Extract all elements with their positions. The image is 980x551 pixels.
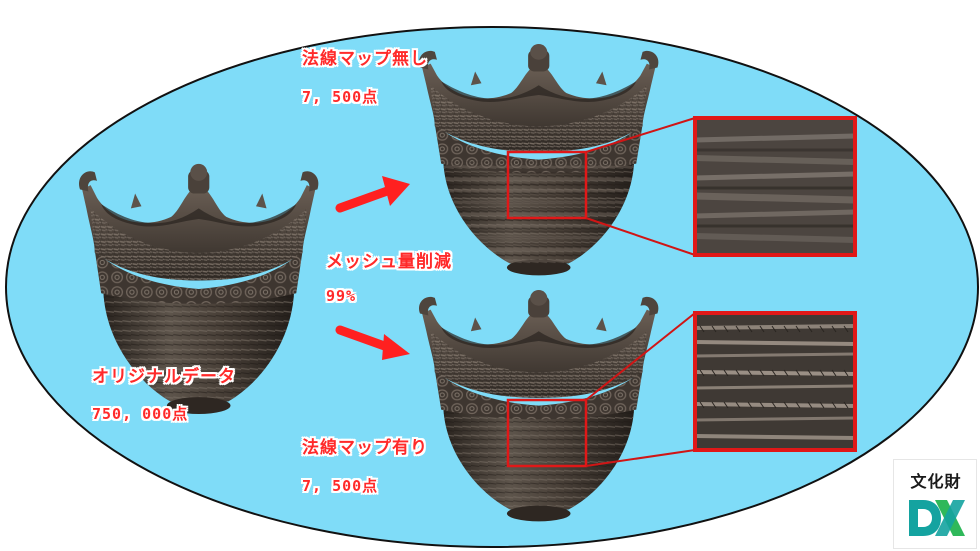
- arrow-icon: [335, 325, 410, 360]
- no-normal-map-points: 7, 500点: [302, 88, 379, 106]
- highlight-region-bottom: [506, 398, 588, 468]
- with-normal-map-points: 7, 500点: [302, 477, 379, 495]
- mesh-reduction-title: メッシュ量削減: [326, 252, 452, 272]
- logo-text: 文化財: [910, 472, 962, 491]
- zoom-panel-without-normal-map: [693, 116, 857, 257]
- bunkazai-dx-logo: 文化財: [893, 459, 977, 549]
- dx-logo-icon: [909, 500, 965, 536]
- highlight-region-top: [506, 150, 588, 220]
- mesh-reduction-percent: 99%: [326, 287, 357, 305]
- zoom-connector-lines: [585, 117, 696, 467]
- original-points: 750, 000点: [92, 405, 189, 423]
- arrow-icon: [335, 176, 410, 213]
- with-normal-map-title: 法線マップ有り: [302, 438, 428, 458]
- no-normal-map-title: 法線マップ無し: [302, 49, 428, 69]
- original-title: オリジナルデータ: [92, 367, 236, 387]
- zoom-panel-with-normal-map: [693, 311, 857, 452]
